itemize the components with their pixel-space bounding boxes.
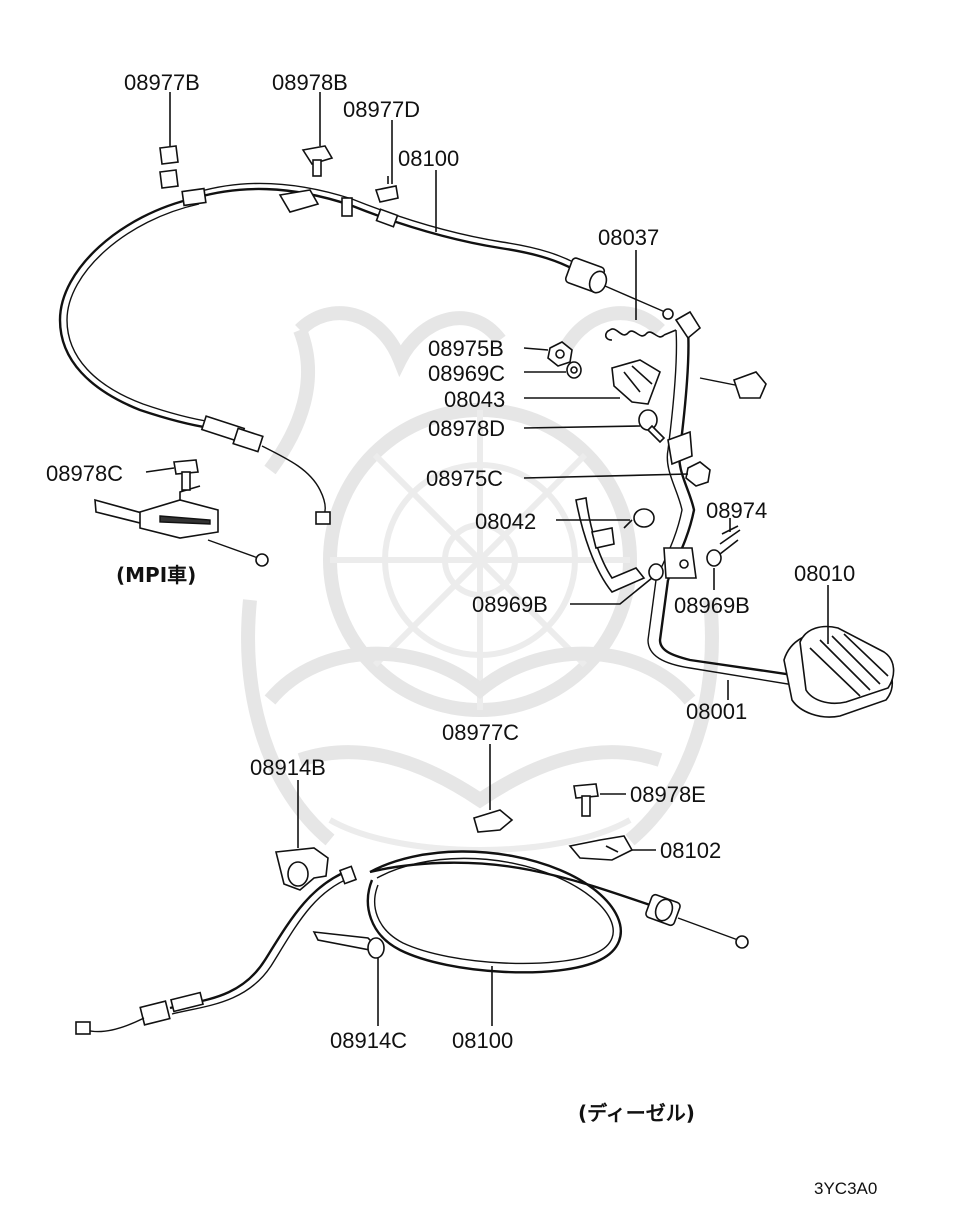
diagram-code: 3YC3A0 bbox=[814, 1179, 877, 1198]
clamp-08914B bbox=[275, 847, 329, 891]
bushing-08042 bbox=[575, 497, 655, 593]
label-08978C: 08978C bbox=[46, 461, 123, 486]
caption-mpi: (MPI車) bbox=[116, 563, 196, 587]
bolt-08978C bbox=[173, 459, 199, 491]
label-08969C: 08969C bbox=[428, 361, 505, 386]
clip-08977D bbox=[374, 176, 399, 203]
label-08977B: 08977B bbox=[124, 70, 200, 95]
washer-08969B-right bbox=[706, 549, 722, 567]
label-08100-top: 08100 bbox=[398, 146, 459, 171]
label-08010: 08010 bbox=[794, 561, 855, 586]
watermark-emblem bbox=[241, 306, 719, 853]
clip-08977C bbox=[473, 800, 514, 833]
label-08043: 08043 bbox=[444, 387, 505, 412]
label-08037: 08037 bbox=[598, 225, 659, 250]
label-08914B: 08914B bbox=[250, 755, 326, 780]
tie-strap-08914C bbox=[312, 931, 385, 959]
pedal-arm-08001 bbox=[647, 310, 801, 687]
lower-accelerator-cable bbox=[75, 850, 749, 1035]
label-08969B-right: 08969B bbox=[674, 593, 750, 618]
washer-08969C bbox=[566, 361, 582, 379]
cable-bracket-top bbox=[278, 189, 320, 213]
caption-diesel: (ディーゼル) bbox=[578, 1101, 695, 1125]
bolt-08978E bbox=[573, 783, 599, 817]
bolt-08978D bbox=[638, 409, 666, 444]
label-08001: 08001 bbox=[686, 699, 747, 724]
label-08977C: 08977C bbox=[442, 720, 519, 745]
mpi-throttle-bracket bbox=[94, 485, 269, 567]
stopper-bracket-08043 bbox=[611, 359, 767, 405]
nut-08975C bbox=[685, 461, 711, 487]
label-08977D: 08977D bbox=[343, 97, 420, 122]
leader-lines bbox=[145, 92, 829, 1026]
washer-08969B-left bbox=[648, 563, 664, 581]
label-08969B-left: 08969B bbox=[472, 592, 548, 617]
label-08978E: 08978E bbox=[630, 782, 706, 807]
nut-08975B bbox=[547, 341, 573, 367]
clip-08977B bbox=[159, 145, 179, 189]
return-spring-08037 bbox=[604, 328, 677, 341]
label-08102: 08102 bbox=[660, 838, 721, 863]
label-08100-bottom: 08100 bbox=[452, 1028, 513, 1053]
label-08978B: 08978B bbox=[272, 70, 348, 95]
label-08975B: 08975B bbox=[428, 336, 504, 361]
bolt-08978B bbox=[301, 145, 334, 177]
label-08914C: 08914C bbox=[330, 1028, 407, 1053]
upper-accelerator-cable bbox=[58, 182, 674, 525]
label-08042: 08042 bbox=[475, 509, 536, 534]
label-08978D: 08978D bbox=[428, 416, 505, 441]
label-08974: 08974 bbox=[706, 498, 767, 523]
label-08975C: 08975C bbox=[426, 466, 503, 491]
pedal-pad-08010 bbox=[783, 625, 895, 718]
